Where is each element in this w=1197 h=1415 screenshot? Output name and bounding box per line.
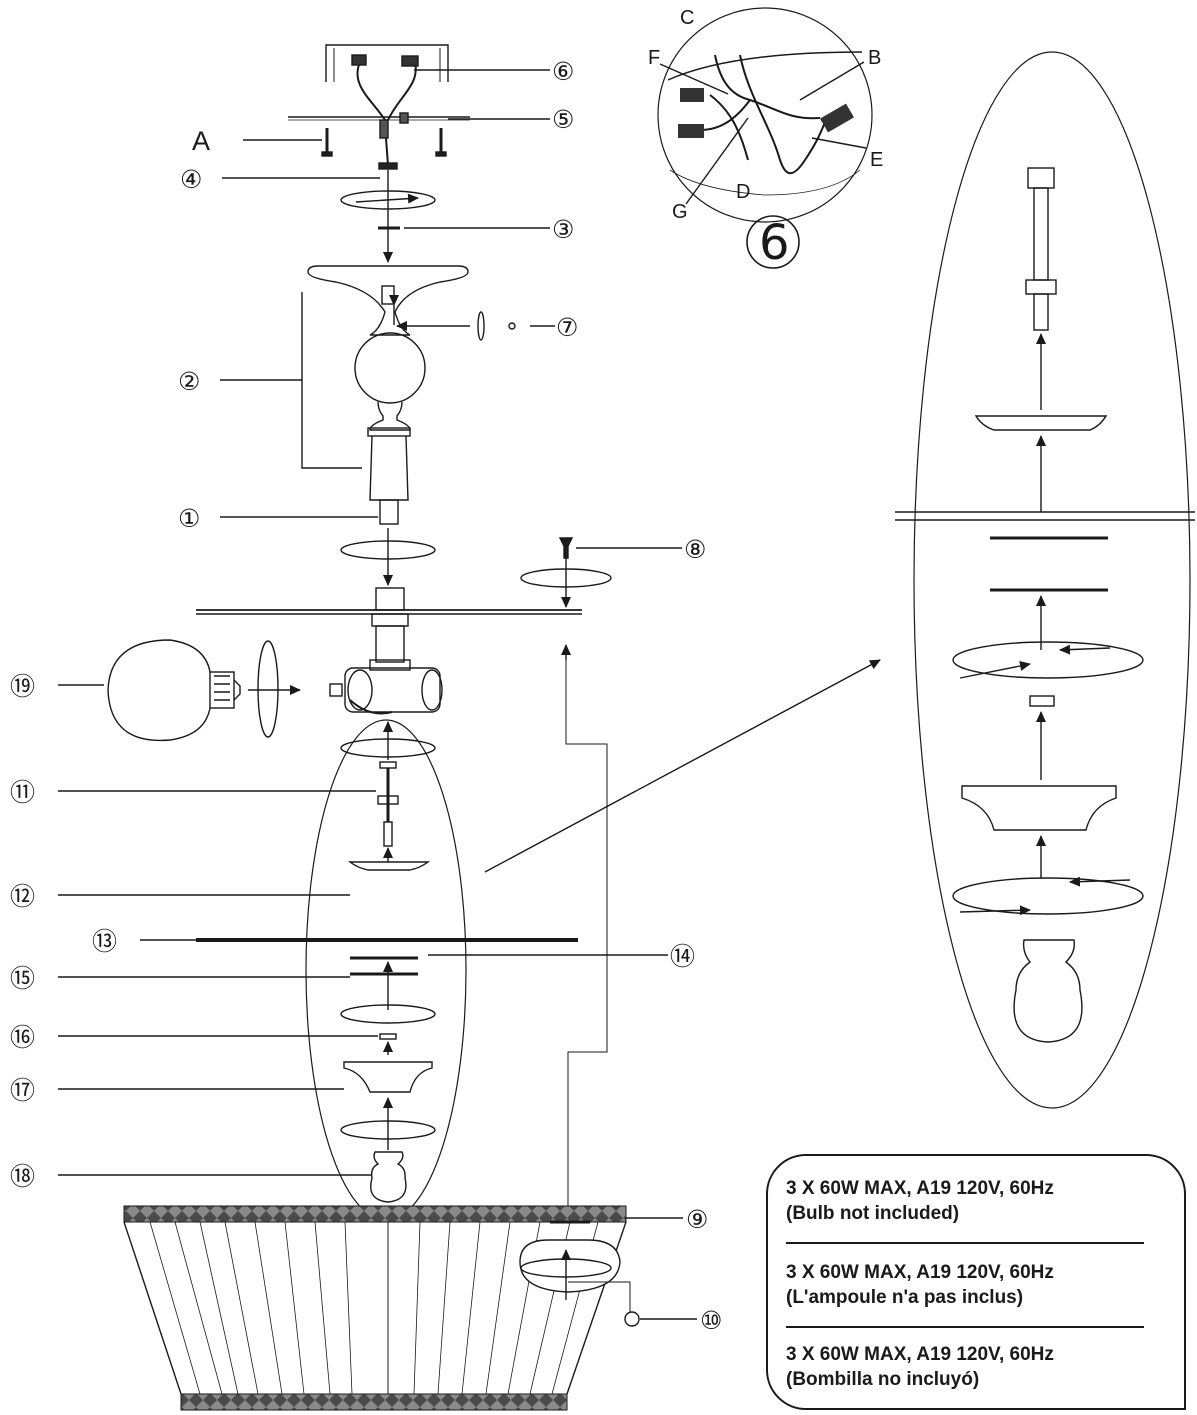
spec-divider <box>786 1242 1144 1244</box>
callout-16: ⑯ <box>10 1023 35 1052</box>
mounting-screws <box>321 128 447 157</box>
callout-3: ③ <box>552 215 574 244</box>
enlarged-assembly-detail <box>895 51 1195 1109</box>
callout-2: ② <box>178 367 200 396</box>
callout-9: ⑨ <box>686 1205 708 1234</box>
wire-label-B: B <box>868 47 881 69</box>
callout-18: ⑱ <box>10 1162 35 1191</box>
callout-5: ⑤ <box>552 105 574 134</box>
callout-13: ⑬ <box>92 927 117 956</box>
canopy-bracket <box>288 44 470 166</box>
spec-note: (Bombilla no incluyó) <box>786 1369 980 1390</box>
spec-rating: 3 X 60W MAX, A19 120V, 60Hz <box>786 1344 1054 1365</box>
callout-14: ⑭ <box>670 942 695 971</box>
callout-A: A <box>192 126 210 156</box>
center-body <box>307 265 469 525</box>
callout-10: ⑩ <box>700 1306 722 1335</box>
spec-rating: 3 X 60W MAX, A19 120V, 60Hz <box>786 1178 1054 1199</box>
spec-note: (Bulb not included) <box>786 1203 960 1224</box>
wire-label-E: E <box>870 149 883 171</box>
callout-6: ⑥ <box>552 57 574 86</box>
detail-number-6: 6 <box>759 215 790 271</box>
callout-8: ⑧ <box>684 535 706 564</box>
wire-label-D: D <box>736 181 750 203</box>
callout-17: ⑰ <box>10 1076 35 1105</box>
spec-note: (L'ampoule n'a pas inclus) <box>786 1287 1024 1308</box>
wiring-detail <box>657 7 873 223</box>
callout-19: ⑲ <box>10 672 35 701</box>
callout-11: ⑪ <box>10 778 35 807</box>
drum-shade <box>123 1205 627 1411</box>
bulb-spec-box: 3 X 60W MAX, A19 120V, 60Hz (Bulb not in… <box>766 1154 1186 1410</box>
spec-english: 3 X 60W MAX, A19 120V, 60Hz (Bulb not in… <box>786 1176 1146 1226</box>
callout-12: ⑫ <box>10 882 35 911</box>
wire-label-F: F <box>648 47 660 69</box>
wire-label-C: C <box>680 7 694 29</box>
socket-cluster <box>329 667 443 715</box>
callout-1: ① <box>178 504 200 533</box>
spec-spanish: 3 X 60W MAX, A19 120V, 60Hz (Bombilla no… <box>786 1342 1146 1392</box>
light-bulb <box>107 639 241 742</box>
spec-divider <box>786 1326 1144 1328</box>
callout-4: ④ <box>180 165 202 194</box>
spec-rating: 3 X 60W MAX, A19 120V, 60Hz <box>786 1262 1054 1283</box>
callout-15: ⑮ <box>10 964 35 993</box>
callout-7: ⑦ <box>556 313 578 342</box>
wire-label-G: G <box>672 201 688 223</box>
spec-french: 3 X 60W MAX, A19 120V, 60Hz (L'ampoule n… <box>786 1260 1146 1310</box>
